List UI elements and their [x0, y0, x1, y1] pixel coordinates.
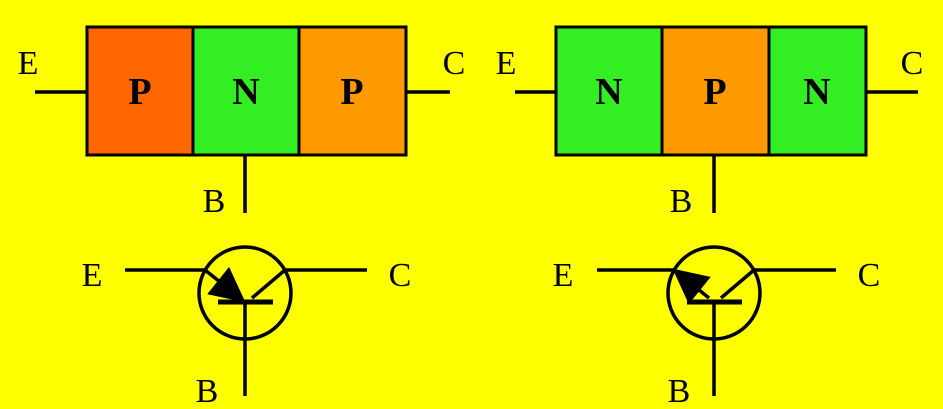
npn-structure: N P N E C B: [496, 25, 924, 220]
npn-region-label-emitter: N: [595, 71, 622, 113]
pnp-region-label-collector: P: [340, 71, 363, 113]
npn-symbol-collector-diag: [719, 268, 756, 300]
npn-symbol: E C B: [553, 245, 881, 409]
npn-region-emitter: [554, 25, 664, 157]
npn-symbol-base-label: B: [668, 373, 691, 409]
pnp-region-collector: [297, 25, 408, 157]
npn-region-label-base: P: [703, 71, 726, 113]
npn-region-label-collector: N: [803, 71, 830, 113]
pnp-symbol-collector-diag: [250, 268, 287, 300]
npn-symbol-emitter-label: E: [553, 257, 574, 294]
npn-symbol-collector-label: C: [858, 257, 881, 294]
npn-collector-label: C: [901, 45, 924, 82]
npn-symbol-emitter-arrow: [672, 268, 711, 305]
pnp-collector-label: C: [443, 45, 466, 82]
npn-emitter-label: E: [496, 45, 517, 82]
pnp-symbol-base-label: B: [196, 373, 219, 409]
npn-base-label: B: [670, 183, 693, 220]
pnp-region-base: [191, 25, 301, 157]
pnp-structure: P N P E C B: [18, 25, 466, 220]
pnp-symbol: E C B: [82, 245, 412, 409]
pnp-symbol-collector-label: C: [389, 257, 412, 294]
pnp-base-label: B: [203, 183, 226, 220]
pnp-region-label-base: N: [232, 71, 259, 113]
pnp-symbol-emitter-arrow: [203, 266, 246, 303]
pnp-symbol-emitter-label: E: [82, 257, 103, 294]
pnp-region-emitter: [85, 25, 195, 157]
pnp-region-label-emitter: P: [128, 71, 151, 113]
pnp-emitter-label: E: [18, 45, 39, 82]
npn-region-collector: [767, 25, 868, 157]
npn-region-base: [660, 25, 771, 157]
